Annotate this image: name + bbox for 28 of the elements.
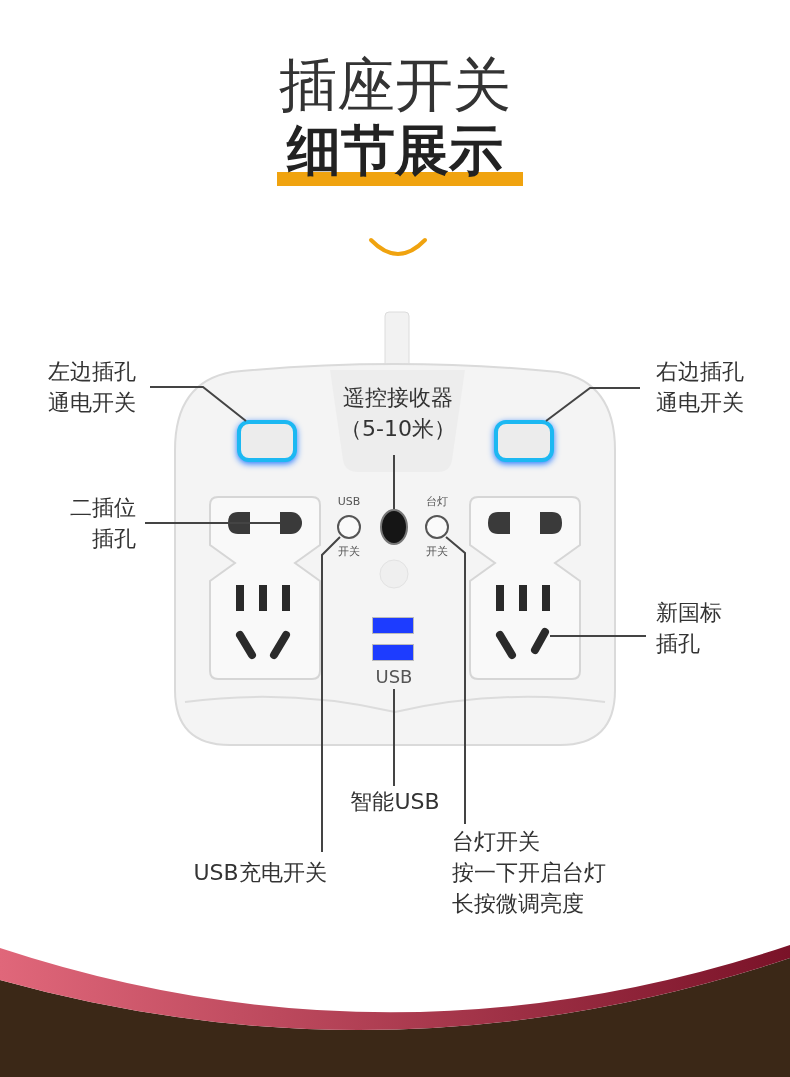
- leader-line: [393, 454, 395, 510]
- callout-text: USB充电开关: [192, 859, 328, 887]
- socket-hole: [280, 512, 302, 534]
- leader-line: [549, 635, 647, 637]
- callout-text: 二插位插孔: [69, 494, 136, 553]
- socket-hole: [530, 627, 550, 655]
- callout-text: 右边插孔通电开关: [656, 358, 745, 417]
- device-label: USB: [336, 495, 362, 509]
- leader-line: [321, 536, 341, 853]
- device-label: 开关: [337, 545, 361, 559]
- leader-line: [144, 522, 281, 524]
- device-label: USB: [374, 666, 414, 688]
- callout-text: 左边插孔通电开关: [47, 358, 136, 417]
- device-label: 开关: [425, 545, 449, 559]
- power-button: [237, 420, 297, 462]
- device-label: 台灯: [425, 495, 449, 509]
- leader-line: [445, 536, 466, 825]
- callout-text: 遥控接收器（5-10米）: [339, 384, 457, 443]
- callout-text: 按一下开启台灯长按微调亮度: [452, 859, 607, 918]
- callout-text: 智能USB: [349, 788, 441, 816]
- leader-line: [545, 387, 641, 422]
- callout-text: 台灯开关: [452, 828, 541, 856]
- title: 插座开关: [278, 50, 512, 120]
- leader-line: [149, 386, 247, 422]
- power-button: [494, 420, 554, 462]
- leader-line: [393, 688, 395, 787]
- subtitle: 细节展示: [285, 118, 504, 184]
- callout-text: 新国标插孔: [656, 599, 723, 658]
